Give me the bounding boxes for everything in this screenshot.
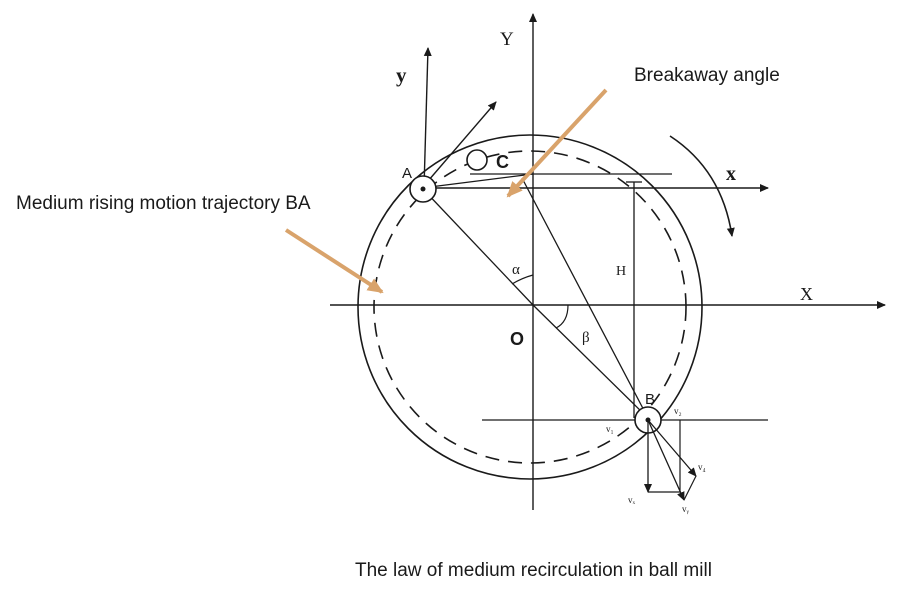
label-H: H [616,264,626,279]
label-A: A [402,165,412,182]
medium-trajectory-dashed-circle [373,150,687,464]
figure-caption: The law of medium recirculation in ball … [355,560,712,581]
velocity-box-right [683,475,697,501]
line-a-to-o [421,187,534,306]
label-v2: v₂ [674,406,682,416]
label-x-local: x [726,163,736,185]
label-beta: β [582,330,590,346]
ball-a-center [420,186,426,192]
label-X-main: X [800,284,813,304]
line-a-to-c [421,173,534,189]
label-v1: v₁ [606,424,614,434]
label-y-local: y [396,63,407,87]
line-o-to-b [532,304,649,419]
breakaway-pointer-arrow [506,88,608,198]
local-y-axis [423,47,432,189]
breakaway-angle-annotation: Breakaway angle [634,65,780,86]
label-v4: v₄ [698,462,706,472]
label-Y-main: Y [500,29,514,50]
label-B: B [645,391,655,408]
rising-trajectory-annotation: Medium rising motion trajectory BA [16,193,311,214]
velocity-diagonal-b [647,419,685,501]
label-O: O [510,329,524,349]
alpha-angle-arc [511,274,534,285]
line-c-to-b [521,177,649,419]
rising-trajectory-pointer-arrow [284,228,384,294]
velocity-arrow-a [421,101,497,189]
mill-shell-circle [357,134,703,480]
rotation-direction-arc [669,135,735,237]
label-C: C [496,152,509,172]
velocity-side-b [647,419,697,477]
ball-c [466,149,488,171]
label-alpha: α [512,262,520,278]
label-v5: vᵧ [682,504,690,515]
beta-angle-arc [555,304,569,329]
label-v3: vₓ [628,495,636,505]
